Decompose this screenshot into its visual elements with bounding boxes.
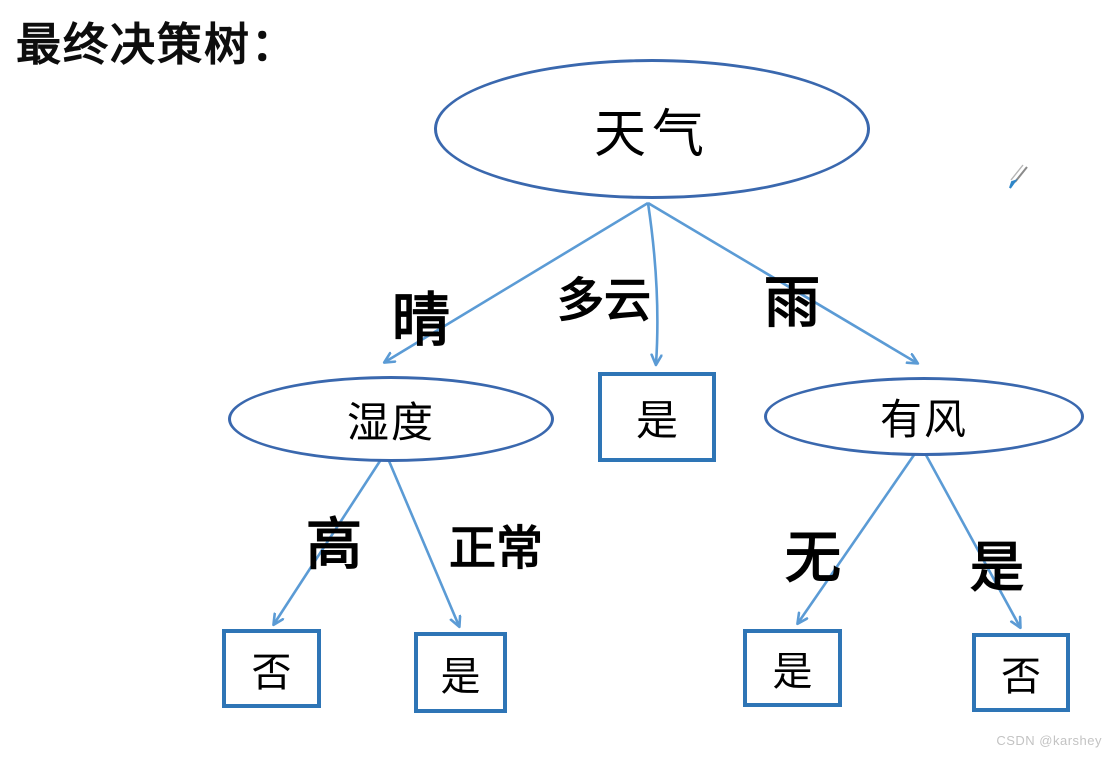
node-normal-yes-label: 是 [440, 654, 481, 699]
page-title: 最终决策树： [16, 19, 299, 70]
node-nowind-yes: 是 [743, 629, 842, 707]
watermark: CSDN @karshey [996, 733, 1102, 748]
edge-label-cloudy: 多云 [557, 273, 651, 327]
node-weather: 天气 [434, 59, 870, 199]
edge-humidity-to-no [274, 460, 382, 624]
edge-humidity-to-yes [387, 460, 459, 626]
edge-label-high: 高 [306, 513, 362, 576]
node-nowind-yes-label: 是 [772, 650, 813, 694]
node-cloudy-yes: 是 [598, 372, 716, 462]
node-weather-label: 天气 [593, 105, 710, 164]
edge-windy-to-no [924, 454, 1020, 627]
node-wind-no-label: 否 [1001, 654, 1041, 699]
edge-label-yeswind: 是 [970, 538, 1024, 598]
pencil-cursor-icon [1009, 164, 1028, 189]
node-humidity: 湿度 [228, 376, 554, 462]
edge-weather-to-yes [646, 202, 657, 364]
node-normal-yes: 是 [414, 632, 507, 713]
edge-label-sunny: 晴 [391, 288, 451, 353]
node-high-no-label: 否 [251, 650, 292, 695]
edge-windy-to-yes [798, 454, 916, 623]
node-windy-label: 有风 [879, 396, 968, 443]
node-windy: 有风 [764, 377, 1084, 456]
edge-label-rain: 雨 [764, 271, 820, 334]
node-humidity-label: 湿度 [346, 398, 435, 446]
edge-weather-to-humidity [385, 201, 649, 362]
edge-label-normal: 正常 [449, 521, 543, 575]
edge-weather-to-windy [647, 201, 917, 363]
node-wind-no: 否 [972, 633, 1070, 712]
node-high-no: 否 [222, 629, 321, 708]
edge-label-nowind: 无 [785, 526, 841, 589]
node-cloudy-yes-label: 是 [635, 396, 678, 444]
